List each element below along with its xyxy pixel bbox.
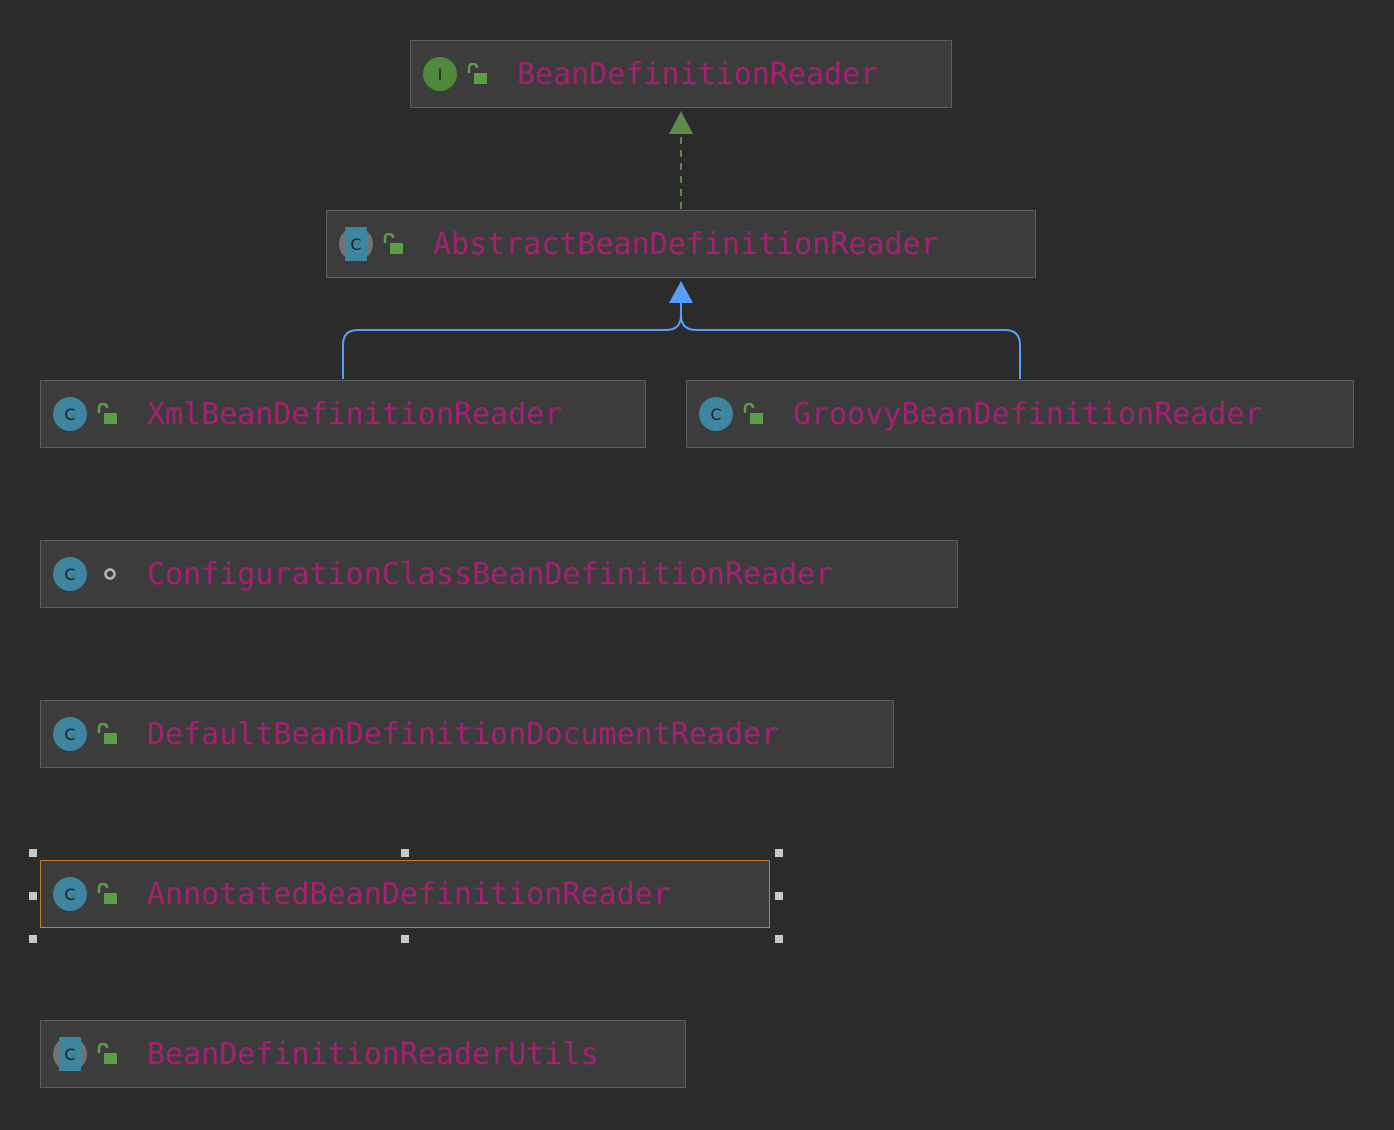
class-icon: C — [53, 877, 87, 911]
node-bean-definition-reader[interactable]: I BeanDefinitionReader — [410, 40, 952, 108]
interface-icon: I — [423, 57, 457, 91]
resize-handle-right[interactable] — [775, 892, 783, 900]
node-label: AnnotatedBeanDefinitionReader — [147, 877, 671, 912]
abstract-class-icon: C — [53, 1037, 87, 1071]
unlock-icon — [467, 63, 487, 84]
node-icon-area: C — [41, 861, 137, 927]
svg-text:C: C — [64, 565, 75, 584]
node-icon-area: C — [41, 381, 137, 447]
class-icon: C — [53, 397, 87, 431]
resize-handle-top-right[interactable] — [775, 849, 783, 857]
extends-edge-xml — [342, 303, 682, 379]
svg-text:C: C — [710, 405, 721, 424]
unlock-icon — [97, 403, 117, 424]
node-label: GroovyBeanDefinitionReader — [793, 397, 1263, 432]
node-icon-area: I — [411, 41, 507, 107]
unlock-icon — [97, 1043, 117, 1064]
node-label: BeanDefinitionReader — [517, 57, 879, 92]
svg-text:C: C — [64, 405, 75, 424]
unlock-icon — [97, 883, 117, 904]
unlock-icon — [97, 723, 117, 744]
node-configuration-class-bean-definition-reader[interactable]: C ConfigurationClassBeanDefinitionReader — [40, 540, 958, 608]
resize-handle-bottom-left[interactable] — [29, 935, 37, 943]
node-xml-bean-definition-reader[interactable]: C XmlBeanDefinitionReader — [40, 380, 646, 448]
node-label: XmlBeanDefinitionReader — [147, 397, 563, 432]
class-icon: C — [699, 397, 733, 431]
class-icon: C — [53, 557, 87, 591]
implements-arrowhead — [669, 111, 693, 134]
node-icon-area: C — [41, 541, 137, 607]
svg-text:C: C — [64, 725, 75, 744]
unlock-icon — [383, 233, 403, 254]
node-label: AbstractBeanDefinitionReader — [433, 227, 939, 262]
svg-text:I: I — [438, 65, 443, 84]
node-default-bean-definition-document-reader[interactable]: C DefaultBeanDefinitionDocumentReader — [40, 700, 894, 768]
extends-edge-groovy — [680, 303, 1021, 379]
node-label: ConfigurationClassBeanDefinitionReader — [147, 557, 834, 592]
package-private-icon — [104, 568, 116, 580]
svg-text:C: C — [350, 235, 361, 254]
node-icon-area: C — [687, 381, 783, 447]
unlock-icon — [743, 403, 763, 424]
node-bean-definition-reader-utils[interactable]: C BeanDefinitionReaderUtils — [40, 1020, 686, 1088]
resize-handle-top-left[interactable] — [29, 849, 37, 857]
resize-handle-bottom-right[interactable] — [775, 935, 783, 943]
node-annotated-bean-definition-reader[interactable]: C AnnotatedBeanDefinitionReader — [40, 860, 770, 928]
node-groovy-bean-definition-reader[interactable]: C GroovyBeanDefinitionReader — [686, 380, 1354, 448]
node-label: DefaultBeanDefinitionDocumentReader — [147, 717, 780, 752]
abstract-class-icon: C — [339, 227, 373, 261]
svg-text:C: C — [64, 1045, 75, 1064]
resize-handle-top[interactable] — [401, 849, 409, 857]
class-icon: C — [53, 717, 87, 751]
node-abstract-bean-definition-reader[interactable]: C AbstractBeanDefinitionReader — [326, 210, 1036, 278]
extends-arrowhead — [669, 281, 693, 303]
resize-handle-left[interactable] — [29, 892, 37, 900]
node-icon-area: C — [41, 1021, 137, 1087]
node-icon-area: C — [41, 701, 137, 767]
node-icon-area: C — [327, 211, 423, 277]
resize-handle-bottom[interactable] — [401, 935, 409, 943]
svg-text:C: C — [64, 885, 75, 904]
node-label: BeanDefinitionReaderUtils — [147, 1037, 599, 1072]
